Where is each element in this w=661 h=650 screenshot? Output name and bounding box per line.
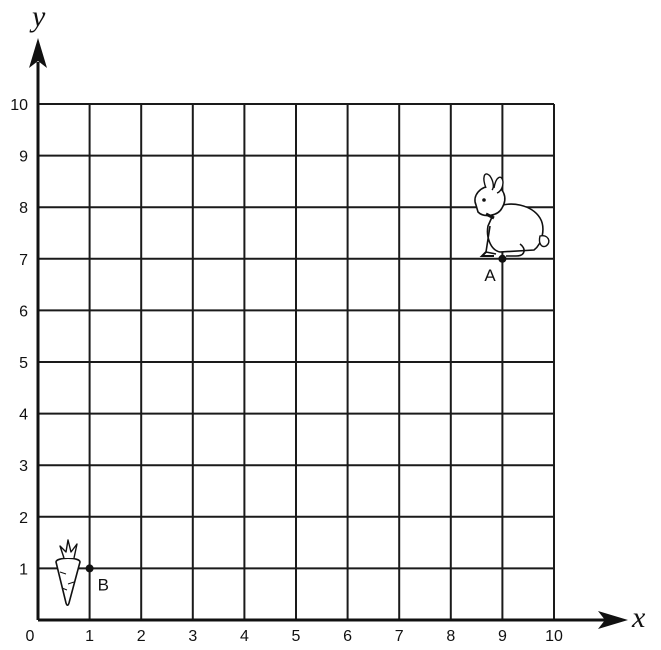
x-tick-label: 2 xyxy=(137,628,146,645)
y-tick-label: 3 xyxy=(19,458,28,475)
y-tick-label: 9 xyxy=(19,149,28,166)
x-tick-labels: 0 1 2 3 4 5 6 7 8 9 10 xyxy=(26,628,563,645)
x-tick-label: 0 xyxy=(26,628,35,645)
grid-lines xyxy=(38,103,555,620)
point-b-label: B xyxy=(98,575,109,594)
x-axis-title: x xyxy=(631,601,646,634)
y-axis-title: y xyxy=(29,0,46,33)
x-tick-label: 3 xyxy=(188,628,197,645)
x-tick-label: 6 xyxy=(343,628,352,645)
y-tick-label: 10 xyxy=(10,97,28,114)
y-tick-labels: 1 2 3 4 5 6 7 8 9 10 xyxy=(10,97,28,578)
x-axis-arrowhead xyxy=(598,611,628,629)
y-tick-label: 7 xyxy=(19,252,28,269)
x-tick-label: 9 xyxy=(498,628,507,645)
x-tick-label: 10 xyxy=(545,628,563,645)
points-layer: AB xyxy=(85,254,507,594)
y-tick-label: 6 xyxy=(19,303,28,320)
x-tick-label: 1 xyxy=(85,628,94,645)
y-tick-label: 1 xyxy=(19,561,28,578)
y-tick-label: 4 xyxy=(19,407,28,424)
rabbit-icon xyxy=(474,173,550,257)
y-tick-label: 2 xyxy=(19,510,28,527)
x-tick-label: 8 xyxy=(446,628,455,645)
point-a-label: A xyxy=(484,266,496,285)
x-tick-label: 5 xyxy=(292,628,301,645)
x-tick-label: 4 xyxy=(240,628,249,645)
y-tick-label: 5 xyxy=(19,355,28,372)
y-tick-label: 8 xyxy=(19,200,28,217)
point-a-marker xyxy=(498,254,507,263)
point-b-marker xyxy=(85,564,94,573)
carrot-icon xyxy=(55,539,81,607)
y-axis-arrowhead xyxy=(29,38,47,68)
x-tick-label: 7 xyxy=(395,628,404,645)
